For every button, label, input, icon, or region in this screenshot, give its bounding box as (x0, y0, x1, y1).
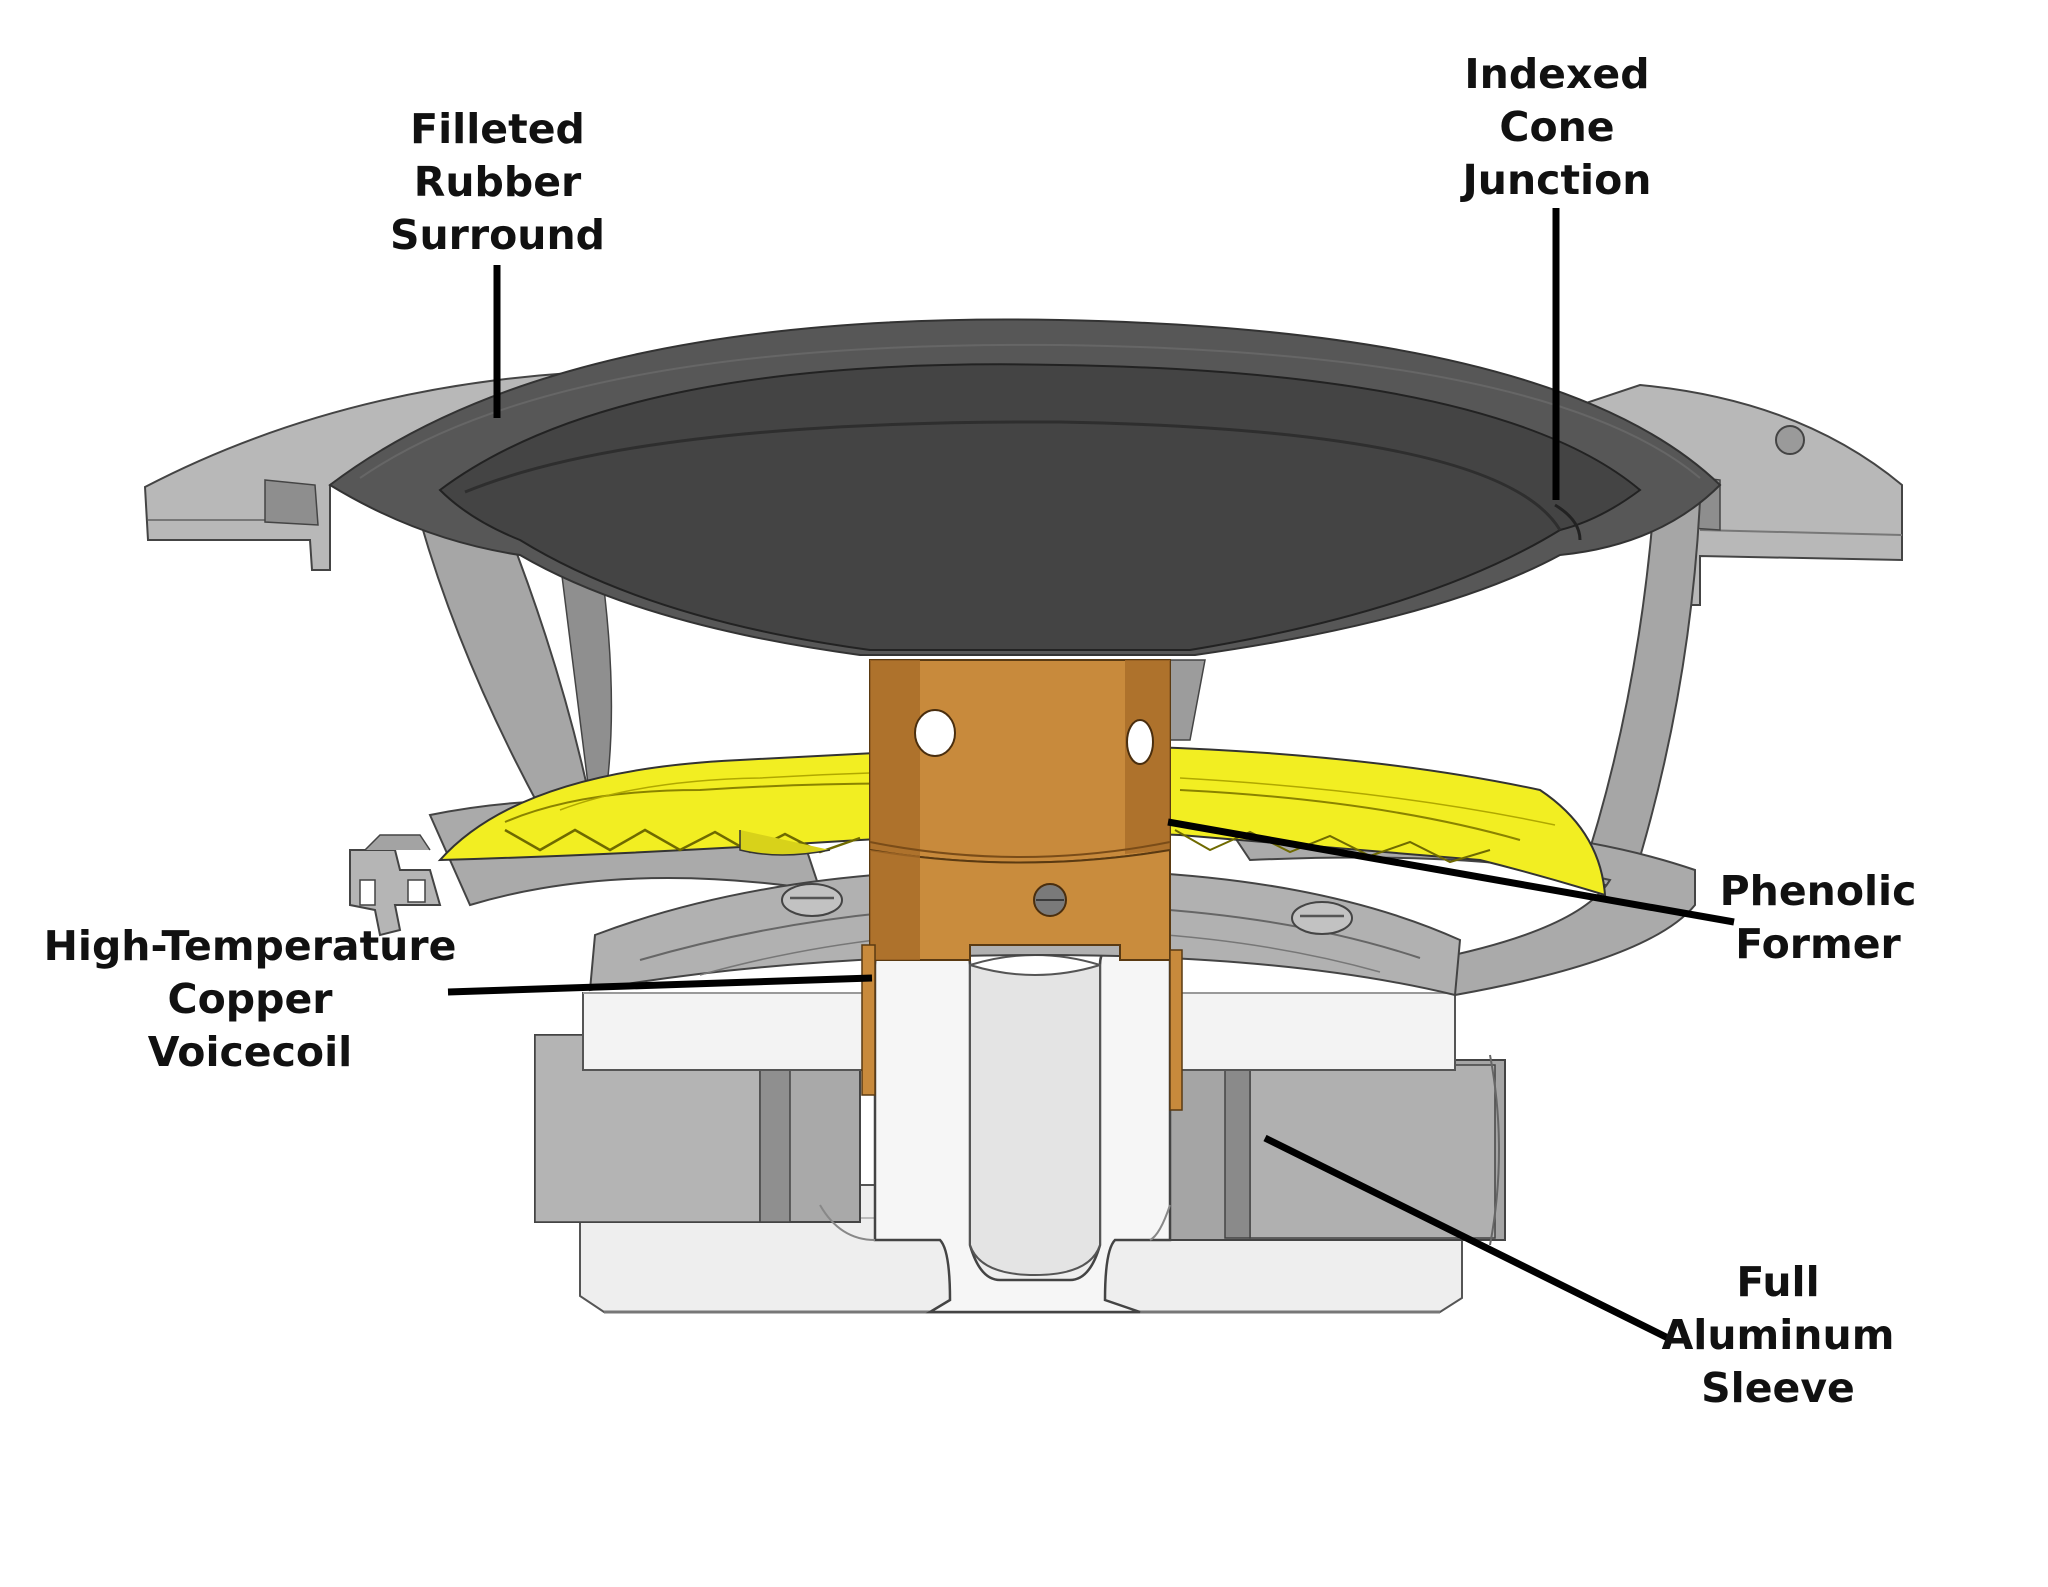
leader-sleeve (1263, 1134, 1674, 1344)
label-phenolic-former: Phenolic Former (1719, 867, 1917, 968)
leader-voicecoil (447, 974, 873, 996)
terminal-tab (349, 834, 442, 937)
magnet-ring (534, 1034, 1506, 1246)
leader-lines (447, 208, 1735, 1344)
label-filleted-rubber-surround: Filleted Rubber Surround (389, 105, 606, 259)
screw-right-icon (1291, 901, 1353, 935)
label-high-temperature-copper-voicecoil: High-Temperature Copper Voicecoil (43, 922, 457, 1076)
leader-former (1167, 818, 1735, 926)
label-full-aluminum-sleeve: Full Aluminum Sleeve (1661, 1258, 1895, 1412)
screw-left-icon (781, 883, 843, 917)
cone (328, 318, 1722, 656)
voicecoil-former (861, 659, 1183, 1111)
label-indexed-cone-junction: Indexed Cone Junction (1462, 50, 1652, 204)
